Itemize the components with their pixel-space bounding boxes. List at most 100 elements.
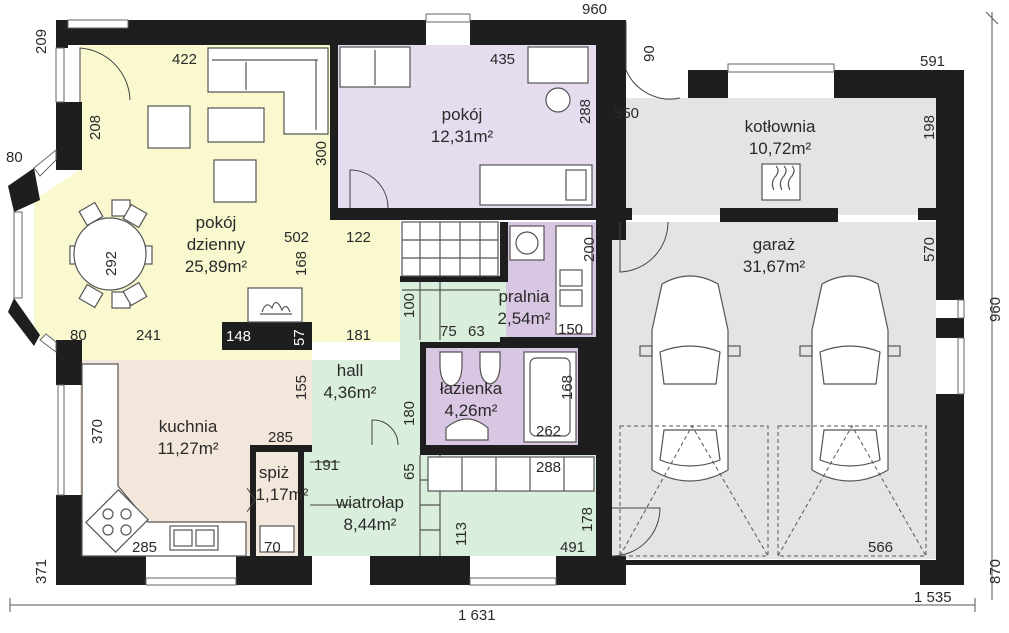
- dim-label: 262: [536, 423, 561, 440]
- garage-name: garaż: [753, 235, 796, 254]
- dim-label: 550: [614, 105, 639, 122]
- walls: [8, 20, 964, 585]
- dim-label: 285: [268, 429, 293, 446]
- dim-label: 198: [921, 115, 938, 140]
- fireplace-icon: [247, 287, 303, 323]
- dim-label: 168: [293, 251, 310, 276]
- armchair: [147, 105, 191, 149]
- garage-parking-bays: [619, 424, 927, 557]
- dim-label: 80: [6, 149, 23, 166]
- washing-machine: [509, 225, 545, 261]
- bathtub: [523, 351, 577, 443]
- dim-label: 288: [536, 459, 561, 476]
- dim-label: 200: [581, 237, 598, 262]
- dimension-labels: 209 960 591 422 435 90 208 288 550 198 8…: [6, 1, 1004, 624]
- living-room-area: 25,89m²: [185, 257, 248, 276]
- dim-label: 75: [440, 323, 457, 340]
- dim-label: 122: [346, 229, 371, 246]
- dim-label: 422: [172, 51, 197, 68]
- sink: [445, 418, 489, 441]
- dim-label: 241: [136, 327, 161, 344]
- dim-label: 285: [132, 539, 157, 556]
- dim-label: 591: [920, 53, 945, 70]
- dining-table: [69, 199, 153, 309]
- dim-label: 1 631: [458, 607, 496, 624]
- laundry-counter: [555, 225, 593, 335]
- hall-area: 4,36m²: [324, 383, 377, 402]
- armchair: [213, 159, 257, 203]
- dimension-lines: [9, 11, 999, 612]
- kitchen-sink: [169, 525, 219, 551]
- dim-label: 191: [314, 457, 339, 474]
- dim-label: 209: [33, 29, 50, 54]
- pantry-area: 1,17m²: [256, 485, 309, 504]
- dim-label: 370: [89, 419, 106, 444]
- dim-label: 178: [579, 507, 596, 532]
- dim-label: 148: [226, 328, 251, 345]
- living-room-name-line1: pokój: [196, 213, 237, 232]
- toilet: [439, 351, 463, 387]
- dim-label: 300: [313, 141, 330, 166]
- car-icon: [639, 275, 741, 482]
- stairs: [401, 221, 500, 556]
- dim-label: 491: [560, 539, 585, 556]
- car-icon: [799, 275, 901, 482]
- dim-label: 566: [868, 539, 893, 556]
- hall-name: hall: [337, 361, 363, 380]
- chair: [545, 87, 571, 113]
- coffee-table: [207, 107, 265, 143]
- dim-label: 155: [293, 375, 310, 400]
- bed: [479, 164, 593, 206]
- wardrobe: [427, 456, 595, 492]
- dim-label: 70: [264, 539, 281, 556]
- dim-label: 1 535: [914, 589, 952, 606]
- garage-area: 31,67m²: [743, 257, 806, 276]
- dim-label: 63: [468, 323, 485, 340]
- dim-label: 288: [577, 99, 594, 124]
- boiler-room-name: kotłownia: [745, 117, 816, 136]
- dim-label: 180: [401, 401, 418, 426]
- laundry-area: 2,54m²: [498, 309, 551, 328]
- pantry-name: spiż: [259, 463, 289, 482]
- dim-label: 570: [921, 237, 938, 262]
- dim-label: 65: [401, 463, 418, 480]
- bedroom-name: pokój: [442, 105, 483, 124]
- dim-label: 113: [453, 522, 470, 546]
- vestibule-name: wiatrołap: [335, 493, 404, 512]
- bedroom-area: 12,31m²: [431, 127, 494, 146]
- dim-label: 57: [291, 329, 308, 346]
- dim-label: 371: [33, 559, 50, 584]
- dim-label: 870: [987, 559, 1004, 584]
- dim-label: 150: [558, 321, 583, 338]
- dim-label: 960: [582, 1, 607, 18]
- living-room-name-line2: dzienny: [187, 235, 246, 254]
- dim-label: 292: [103, 251, 120, 276]
- windows: [13, 13, 965, 586]
- bidet: [479, 351, 501, 385]
- boiler-icon: [761, 163, 801, 201]
- sofa: [207, 47, 329, 135]
- dim-label: 181: [346, 327, 371, 344]
- stove-icon: [85, 489, 149, 553]
- dim-label: 100: [401, 293, 418, 318]
- hall-floor: [312, 282, 506, 445]
- dim-label: 960: [987, 297, 1004, 322]
- dim-label: 168: [559, 375, 576, 400]
- pantry-shelf: [259, 525, 295, 553]
- kitchen-floor: [80, 360, 312, 556]
- dim-label: 208: [87, 115, 104, 140]
- boiler-room-area: 10,72m²: [749, 139, 812, 158]
- dim-label: 90: [641, 45, 658, 62]
- kitchen-name: kuchnia: [159, 417, 218, 436]
- doors: [79, 22, 681, 557]
- kitchen-area: 11,27m²: [157, 439, 218, 458]
- desk: [527, 46, 589, 84]
- bathroom-area: 4,26m²: [445, 401, 498, 420]
- laundry-name: pralnia: [498, 287, 550, 306]
- dim-label: 502: [284, 229, 309, 246]
- vestibule-area: 8,44m²: [344, 515, 397, 534]
- dim-label: 435: [490, 51, 515, 68]
- bathroom-name: łazienka: [440, 379, 503, 398]
- dim-label: 80: [70, 327, 87, 344]
